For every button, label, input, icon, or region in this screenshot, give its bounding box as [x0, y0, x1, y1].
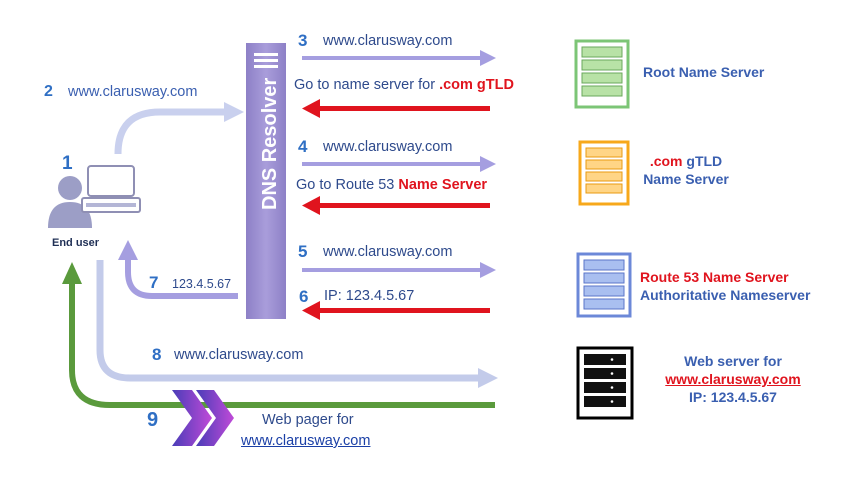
route53-server-line2: Authoritative Nameserver: [640, 287, 811, 304]
chevron-forward-icon: [172, 390, 234, 446]
route53-server-icon: [576, 252, 632, 318]
step-4-reply-prefix: Go to Route 53: [296, 177, 399, 193]
arrow-step-8: [96, 260, 498, 388]
end-user-icon: [48, 165, 141, 228]
web-server-label: Web server for www.clarusway.com IP: 123…: [650, 352, 816, 407]
step-8-text: www.clarusway.com: [174, 347, 304, 363]
arrow-step-7: [118, 240, 238, 299]
route53-server-label: Route 53 Name Server Authoritative Names…: [640, 268, 810, 304]
tld-server-icon: [578, 140, 630, 206]
dns-resolver-column: [246, 43, 286, 319]
step-3-reply-prefix: Go to name server for: [294, 77, 440, 93]
step-4-reply-highlight: Name Server: [398, 177, 488, 193]
step-5-number: 5: [298, 242, 308, 261]
step-9-text-line1: Web pager for: [262, 412, 354, 428]
arrow-step-4-reply: [302, 196, 490, 215]
step-7-number: 7: [149, 273, 159, 292]
step-2-number: 2: [44, 83, 53, 100]
tld-server-line2: Name Server: [643, 171, 729, 188]
step-3-number: 3: [298, 31, 308, 50]
arrow-step-6-reply: [302, 301, 490, 320]
step-7-text: 123.4.5.67: [172, 277, 232, 291]
tld-server-highlight: .com: [649, 153, 683, 169]
arrow-step-5-request: [302, 262, 496, 278]
step-1-number: 1: [62, 153, 73, 174]
step-3-reply: Go to name server for .com gTLD: [294, 78, 514, 93]
arrow-step-9: [62, 262, 495, 408]
tld-server-rest: gTLD: [682, 153, 723, 169]
web-server-line1: Web server for: [684, 353, 782, 369]
resolver-grip-icon: [254, 53, 278, 56]
step-3-reply-highlight: .com gTLD: [439, 77, 514, 93]
step-2-text: www.clarusway.com: [68, 84, 198, 100]
step-8-number: 8: [152, 345, 162, 364]
step-4-text: www.clarusway.com: [323, 139, 453, 155]
step-3-text: www.clarusway.com: [323, 33, 453, 49]
tld-server-label: .com gTLD Name Server: [640, 152, 732, 188]
step-9-number: 9: [147, 409, 159, 431]
web-server-icon: [576, 346, 634, 420]
root-server-icon: [574, 39, 630, 109]
step-5-text: www.clarusway.com: [323, 244, 453, 260]
arrow-step-2: [114, 102, 244, 155]
web-server-ip: IP: 123.4.5.67: [689, 389, 777, 406]
step-4-reply: Go to Route 53 Name Server: [296, 178, 487, 193]
step-4-number: 4: [298, 137, 308, 156]
step-6-number: 6: [299, 287, 309, 306]
tld-server-line1: .com gTLD: [640, 152, 732, 170]
root-server-label: Root Name Server: [643, 64, 765, 80]
web-server-link[interactable]: www.clarusway.com: [665, 371, 801, 388]
arrow-step-4-request: [302, 156, 496, 172]
end-user-label: End user: [52, 237, 100, 249]
step-9-link[interactable]: www.clarusway.com: [241, 433, 371, 449]
arrow-step-3-reply: [302, 99, 490, 118]
dns-resolver-label: DNS Resolver: [259, 77, 281, 210]
arrow-step-3-request: [302, 50, 496, 66]
route53-server-line1: Route 53 Name Server: [640, 269, 789, 285]
step-6-text: IP: 123.4.5.67: [324, 288, 415, 304]
